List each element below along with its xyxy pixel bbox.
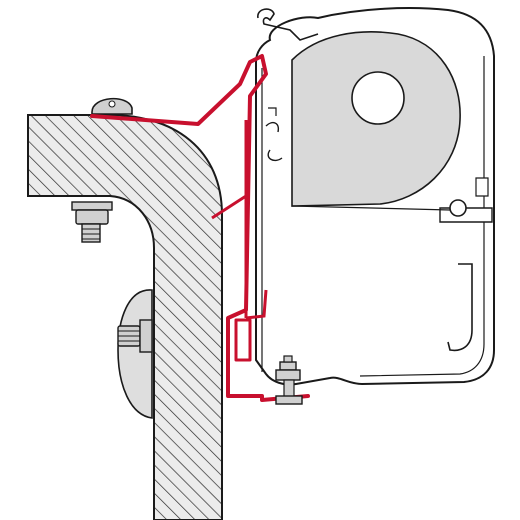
- roller-hub: [351, 71, 405, 125]
- awning-roller: [291, 31, 461, 211]
- side-bolt: [117, 319, 153, 353]
- rubber-pad: [117, 289, 153, 419]
- top-clamp-nut: [91, 97, 133, 115]
- adapter-bracket: [90, 54, 310, 402]
- roof-bolt: [71, 201, 113, 243]
- fabric-line: [291, 205, 451, 211]
- bottom-bolt: [275, 355, 303, 405]
